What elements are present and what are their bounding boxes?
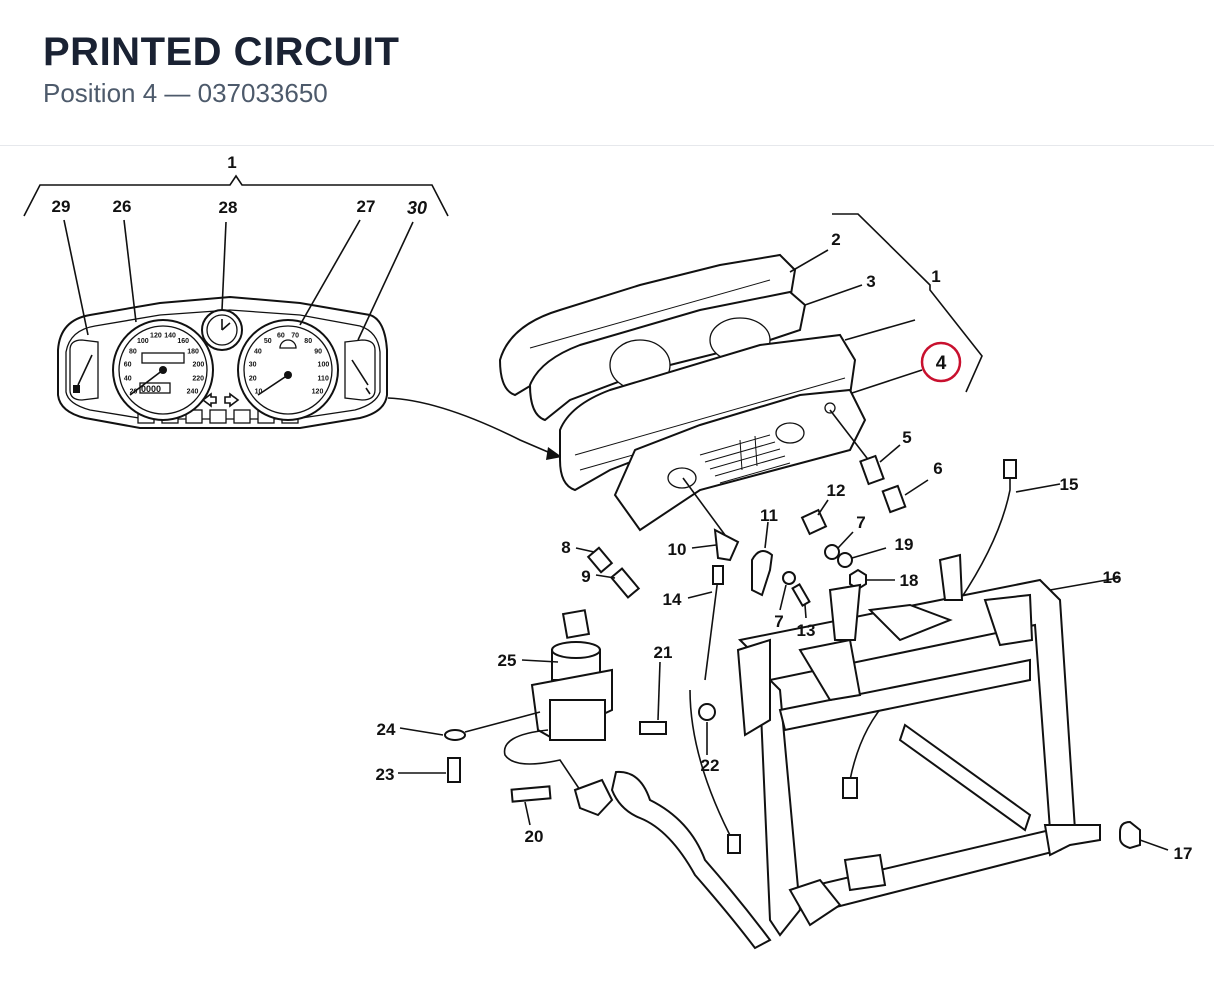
speedometer-tick-label: 180 (187, 348, 199, 355)
instrument-stack-exploded (498, 213, 983, 532)
turn-left-indicator (201, 392, 217, 408)
callout-26[interactable]: 26 (113, 197, 132, 216)
part-12-bulb (800, 499, 829, 536)
part-9-socket (609, 567, 641, 599)
speedometer-tick-label: 80 (129, 348, 137, 355)
tachometer-tick-label: 40 (254, 348, 262, 355)
callout-7a[interactable]: 7 (856, 513, 865, 532)
callout-29[interactable]: 29 (52, 197, 71, 216)
part-13-screw (791, 582, 811, 608)
circuit-traces (699, 434, 791, 484)
speedometer-tick-label: 100 (137, 338, 149, 345)
callout-labels: 1 29 26 28 27 30 2 3 1 4 5 6 15 12 7 11 … (52, 153, 1193, 863)
speedometer-tick-label: 120 (150, 333, 162, 340)
callout-14[interactable]: 14 (663, 590, 682, 609)
callout-1-top[interactable]: 1 (227, 153, 236, 172)
callout-12[interactable]: 12 (827, 481, 846, 500)
speedometer-tick-label: 60 (124, 362, 132, 369)
callout-5[interactable]: 5 (902, 428, 911, 447)
callout-27[interactable]: 27 (357, 197, 376, 216)
callout-18[interactable]: 18 (900, 571, 919, 590)
tachometer-tick-label: 120 (312, 389, 324, 396)
callout-3[interactable]: 3 (866, 272, 875, 291)
speedometer-tick-label: 240 (187, 389, 199, 396)
bracket-1-top (23, 174, 449, 217)
tachometer-tick-label: 50 (264, 338, 272, 345)
bracket-1-right (832, 213, 983, 393)
tachometer-tick-label: 60 (277, 333, 285, 340)
page-title: PRINTED CIRCUIT (43, 30, 400, 74)
callout-6[interactable]: 6 (933, 459, 942, 478)
tachometer-tick-label: 10 (255, 389, 263, 396)
part-20-bolt (510, 785, 552, 803)
tachometer-tick-label: 100 (318, 362, 330, 369)
part-14-cable (687, 565, 741, 854)
part-5-bulb-holder (829, 409, 901, 486)
tachometer-tick-label: 20 (249, 376, 257, 383)
fuel-gauge (69, 339, 99, 401)
callout-1-right[interactable]: 1 (931, 267, 940, 286)
callout-20[interactable]: 20 (525, 827, 544, 846)
speedometer-tick-label: 40 (124, 376, 132, 383)
callout-15[interactable]: 15 (1060, 475, 1079, 494)
callout-21[interactable]: 21 (654, 643, 673, 662)
tachometer-tick-label: 70 (291, 333, 299, 340)
part-6-bulb (881, 479, 929, 514)
part-7-washer (824, 544, 840, 560)
callout-22[interactable]: 22 (701, 756, 720, 775)
callout-19[interactable]: 19 (895, 535, 914, 554)
part-16-bracket-frame (610, 553, 1119, 950)
highlight-ring-4[interactable] (920, 341, 962, 383)
speedometer-tick-label: 160 (177, 338, 189, 345)
callout-7b[interactable]: 7 (774, 612, 783, 631)
speedometer-tick-label: 20 (130, 389, 138, 396)
part-11-clip (751, 521, 774, 597)
part-25-ignition-switch (503, 609, 614, 817)
speedometer-tick-label: 220 (192, 376, 204, 383)
tachometer-tick-label: 30 (249, 362, 257, 369)
callout-30[interactable]: 30 (407, 198, 427, 218)
tachometer-tick-label: 90 (314, 348, 322, 355)
part-19-washer (837, 552, 853, 568)
connection-arrow (387, 397, 556, 456)
page-header: PRINTED CIRCUIT Position 4 — 037033650 (0, 0, 1214, 146)
part-22-washer (698, 703, 716, 721)
callout-17[interactable]: 17 (1174, 844, 1193, 863)
callout-24[interactable]: 24 (377, 720, 396, 739)
temperature-gauge (344, 339, 376, 401)
callout-25[interactable]: 25 (498, 651, 517, 670)
callout-2[interactable]: 2 (831, 230, 840, 249)
part-10-fitting (682, 477, 740, 562)
callout-28[interactable]: 28 (219, 198, 238, 217)
callout-13[interactable]: 13 (797, 621, 816, 640)
odometer-readout: 0000 (141, 384, 161, 394)
speedometer-tick-label: 200 (193, 362, 205, 369)
turn-right-indicator (224, 392, 240, 408)
part-18-nut (849, 568, 867, 591)
part-17-nut (1119, 820, 1141, 850)
callout-9[interactable]: 9 (581, 567, 590, 586)
clock (201, 309, 243, 351)
part-24-washer (444, 729, 466, 741)
part-23-screw (447, 757, 461, 783)
callout-8[interactable]: 8 (561, 538, 570, 557)
page-subtitle: Position 4 — 037033650 (43, 78, 328, 108)
callout-4[interactable]: 4 (936, 353, 947, 374)
part-7b-washer (782, 571, 796, 585)
speedometer-tick-label: 140 (164, 333, 176, 340)
tachometer-tick-label: 80 (304, 338, 312, 345)
tachometer-tick-label: 110 (318, 376, 329, 383)
callout-23[interactable]: 23 (376, 765, 395, 784)
callout-11[interactable]: 11 (760, 506, 778, 525)
callout-10[interactable]: 10 (668, 540, 687, 559)
part-21-screw (639, 721, 667, 735)
callout-16[interactable]: 16 (1103, 568, 1122, 587)
